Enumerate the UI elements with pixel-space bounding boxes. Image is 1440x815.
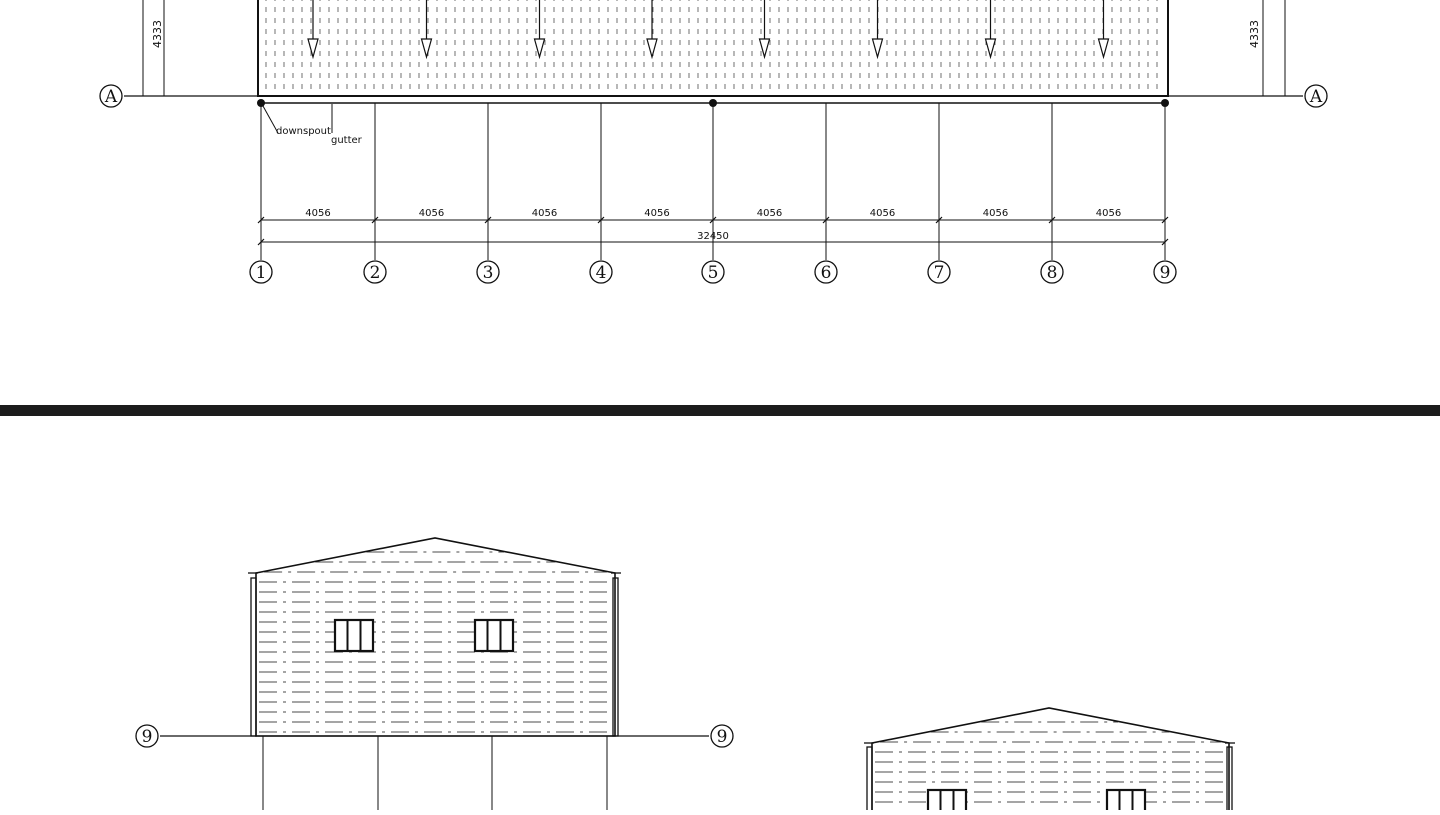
grid-bubble (1040, 260, 1064, 284)
grid-bubble (701, 260, 725, 284)
bay-dimension: 4056 (419, 208, 444, 219)
grid-bubble-label: 7 (934, 263, 945, 283)
grid-bubble-label: 9 (1160, 263, 1171, 283)
grid-bubble-label: 6 (821, 263, 832, 283)
total-dimension: 32450 (697, 231, 729, 242)
side-dim-right: 4333 (1248, 20, 1261, 48)
grid-bubble-label: 4 (596, 263, 607, 283)
grid-bubble-9-left (135, 724, 159, 748)
downspout-leader (262, 105, 279, 134)
grid-bubble-a-left (99, 84, 123, 108)
grid-bubble (476, 260, 500, 284)
slope-arrow-head (758, 38, 771, 60)
grid-bubble-label: 8 (1047, 263, 1058, 283)
gable-wall-outline (871, 707, 1230, 815)
gable-elevation-right (864, 707, 1235, 815)
grid-bubble-label: 2 (370, 263, 381, 283)
roof-sheeting (265, 0, 1158, 95)
window (926, 788, 968, 815)
grid-bubble (1153, 260, 1177, 284)
bay-dimension: 4056 (532, 208, 557, 219)
grid-bubble (927, 260, 951, 284)
side-dim-left: 4333 (151, 20, 164, 48)
downspout-label: downspout (276, 126, 331, 137)
grid-bubble-a-right (1304, 84, 1328, 108)
slope-arrows (307, 0, 1110, 60)
slope-arrow-head (307, 38, 319, 60)
gable-elevation-left: 9 9 (135, 537, 734, 810)
grid-label-a-right: A (1309, 87, 1323, 107)
wall-cladding (259, 551, 612, 733)
grid-bubble-label: 3 (483, 263, 494, 283)
bay-dimension: 4056 (870, 208, 895, 219)
bay-dimension: 4056 (983, 208, 1008, 219)
grid-bubble (589, 260, 613, 284)
grid-bubble-label: 5 (708, 263, 719, 283)
slope-arrow-head (533, 38, 546, 60)
roof-outline (257, 0, 1169, 97)
bay-dimension: 4056 (305, 208, 330, 219)
grid-bubble (249, 260, 273, 284)
column-grid: 1 2 3 4 5 6 7 8 9 (249, 103, 1177, 284)
grid-label-9-left: 9 (142, 727, 153, 747)
grid-bubble (814, 260, 838, 284)
grid-bubble-9-right (710, 724, 734, 748)
slope-arrow-head (646, 38, 658, 60)
window (333, 618, 375, 653)
panel-divider (0, 405, 1440, 416)
slope-arrow-head (984, 38, 997, 60)
bay-dimensions: 4056 4056 4056 4056 4056 4056 4056 4056 (305, 208, 1121, 219)
bay-dimension: 4056 (644, 208, 669, 219)
gutter-label: gutter (331, 135, 363, 146)
grid-label-9-right: 9 (717, 727, 728, 747)
gable-wall-outline (255, 537, 616, 737)
window (473, 618, 515, 653)
roof-plan: downspout gutter A 4333 A 4333 1 2 3 4 5 6 7 8 9… (99, 0, 1328, 284)
grid-label-a-left: A (104, 87, 118, 107)
bay-dimension: 4056 (757, 208, 782, 219)
slope-arrow-head (871, 38, 884, 60)
grid-bubble-label: 1 (256, 263, 267, 283)
window (1105, 788, 1147, 815)
bay-dimension: 4056 (1096, 208, 1121, 219)
slope-arrow-head (1097, 38, 1110, 60)
slope-arrow-head (420, 38, 433, 60)
grid-bubble (363, 260, 387, 284)
